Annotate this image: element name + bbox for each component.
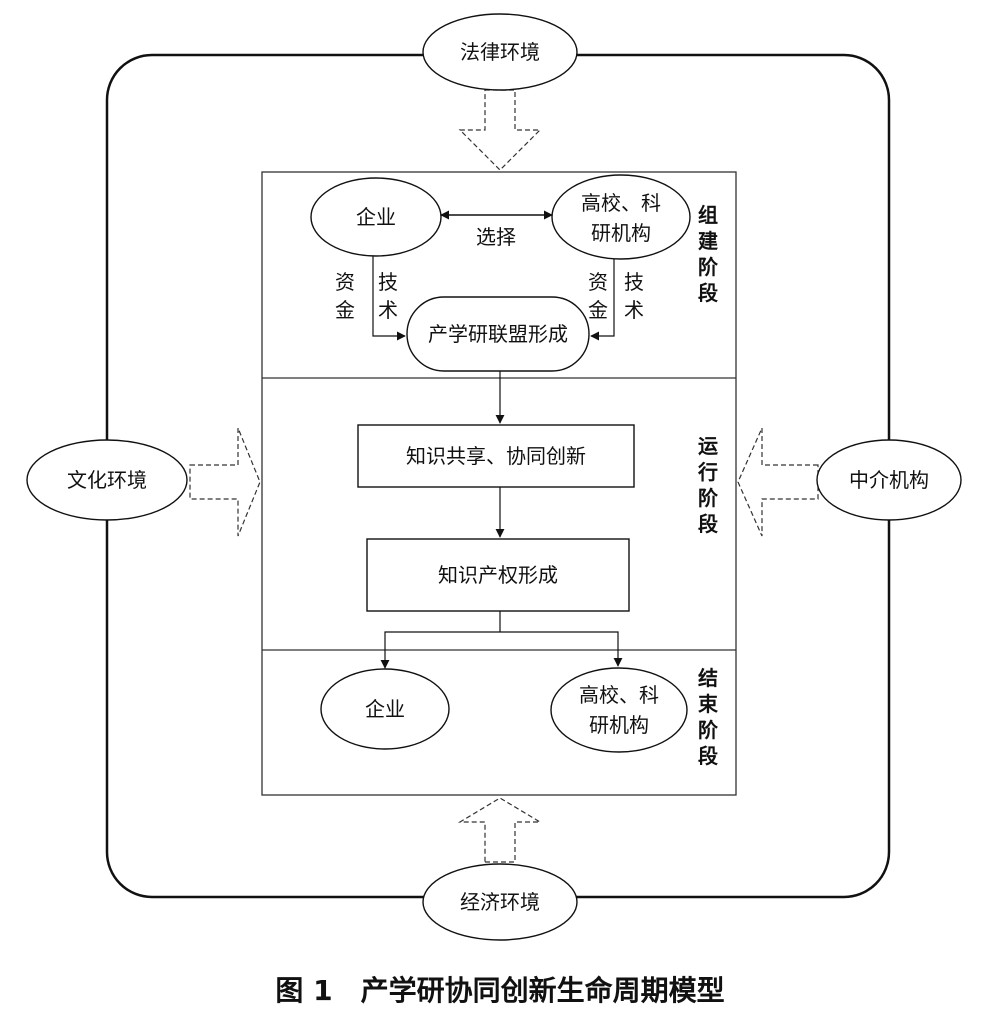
end-stage-label: 结束阶段 bbox=[698, 666, 719, 768]
left-funding-char-1: 资 bbox=[335, 270, 355, 294]
economic-environment-node bbox=[422, 863, 578, 941]
legal-environment-label: 法律环境 bbox=[460, 40, 540, 64]
knowledge-sharing-label: 知识共享、协同创新 bbox=[406, 444, 586, 468]
formation-university-label-2: 研机构 bbox=[591, 221, 651, 245]
ip-to-enterprise-arrow bbox=[380, 631, 500, 669]
ip-to-university-arrow bbox=[500, 631, 623, 667]
end-university-label-2: 研机构 bbox=[589, 713, 649, 737]
end-university-label-1: 高校、科 bbox=[579, 683, 659, 707]
cultural-influence-arrow bbox=[189, 427, 261, 537]
university-to-alliance-arrow bbox=[590, 259, 615, 341]
intermediary-node bbox=[816, 439, 962, 521]
left-funding-char-2: 金 bbox=[335, 298, 355, 322]
figure-caption: 图 1 产学研协同创新生命周期模型 bbox=[275, 974, 724, 1007]
cultural-environment-node bbox=[26, 439, 188, 521]
left-tech-char-2: 术 bbox=[378, 298, 398, 322]
right-funding-char-1: 资 bbox=[588, 270, 608, 294]
formation-university-node bbox=[551, 174, 691, 260]
right-tech-char-1: 技 bbox=[624, 270, 644, 294]
economic-influence-arrow bbox=[457, 797, 543, 863]
formation-enterprise-label: 企业 bbox=[356, 205, 396, 229]
intermediary-label: 中介机构 bbox=[849, 468, 929, 492]
end-enterprise-node bbox=[320, 668, 450, 750]
operation-stage-label: 运行阶段 bbox=[697, 434, 719, 536]
right-funding-char-2: 金 bbox=[588, 298, 608, 322]
cultural-environment-label: 文化环境 bbox=[67, 468, 147, 492]
end-enterprise-label: 企业 bbox=[365, 697, 405, 721]
intermediary-influence-arrow bbox=[737, 427, 819, 537]
enterprise-to-alliance-arrow bbox=[372, 256, 406, 341]
end-university-node bbox=[550, 667, 688, 753]
alliance-formation-label: 产学研联盟形成 bbox=[428, 322, 568, 346]
alliance-formation-node bbox=[406, 296, 590, 372]
legal-influence-arrow bbox=[458, 89, 542, 171]
formation-stage-label: 组建阶段 bbox=[698, 203, 719, 305]
legal-environment-node bbox=[422, 13, 578, 91]
ip-formation-label: 知识产权形成 bbox=[438, 563, 558, 587]
economic-environment-label: 经济环境 bbox=[460, 890, 540, 914]
knowledge-sharing-node bbox=[357, 424, 635, 488]
right-tech-char-2: 术 bbox=[624, 298, 644, 322]
left-tech-char-1: 技 bbox=[378, 270, 398, 294]
formation-university-label-1: 高校、科 bbox=[581, 191, 661, 215]
ip-formation-node bbox=[366, 538, 630, 612]
select-label: 选择 bbox=[476, 225, 516, 249]
